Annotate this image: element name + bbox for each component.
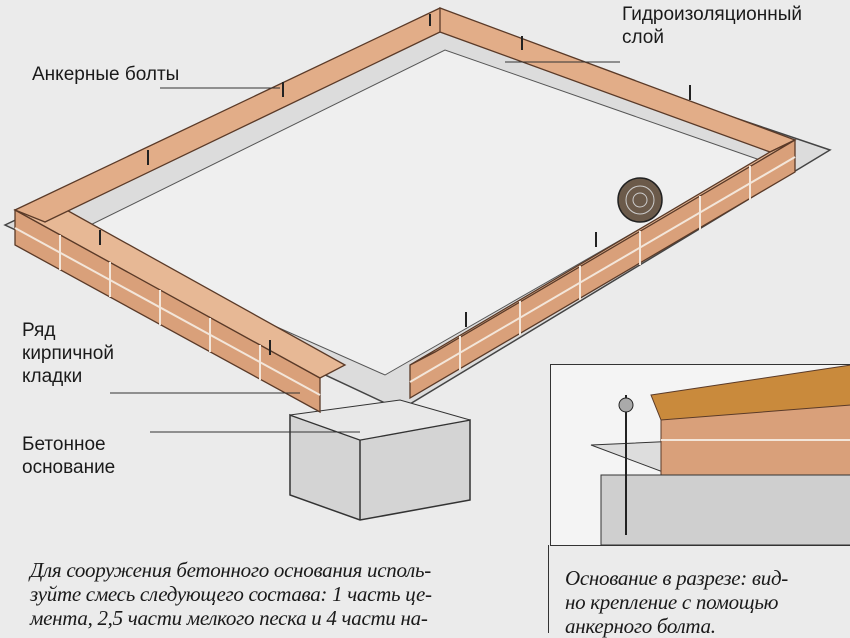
leader-lines xyxy=(110,61,620,433)
caption-inset-line: Основание в разрезе: вид- xyxy=(565,566,788,590)
caption-main-line: мента, 2,5 части мелкого песка и 4 части… xyxy=(30,606,428,630)
brick-walls xyxy=(13,7,797,414)
caption-main-line: Для сооружения бетонного основания испол… xyxy=(30,558,431,582)
caption-main-line: зуйте смесь следующего состава: 1 часть … xyxy=(30,582,432,606)
caption-inset-line: анкерного болта. xyxy=(565,614,716,638)
label-concrete-base: Бетонное основание xyxy=(22,434,116,478)
cross-section-inset xyxy=(550,364,850,546)
caption-inset: Основание в разрезе: вид- но крепление с… xyxy=(565,566,788,638)
caption-inset-line: но крепление с помощью xyxy=(565,590,779,614)
label-brick-row: Ряд кирпичной кладки xyxy=(22,320,114,387)
label-waterproof-layer: Гидроизоляционный слой xyxy=(622,4,803,48)
concrete-base-block xyxy=(289,399,471,521)
anchor-bolts xyxy=(99,14,691,355)
waterproof-roll-icon xyxy=(617,177,663,223)
caption-divider xyxy=(548,545,549,633)
anchor-bolt-section-drawing xyxy=(590,364,850,546)
caption-main: Для сооружения бетонного основания испол… xyxy=(30,558,432,630)
label-anchor-bolts: Анкерные болты xyxy=(32,64,180,85)
